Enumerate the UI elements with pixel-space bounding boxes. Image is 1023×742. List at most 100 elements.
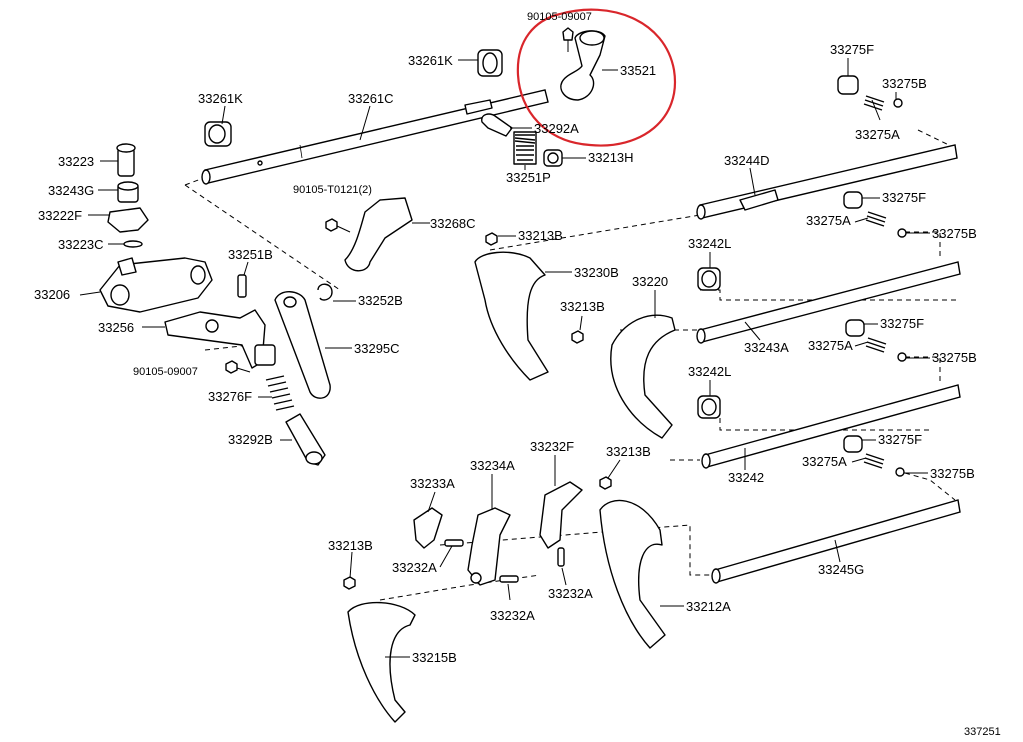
highlight-circle — [516, 8, 677, 147]
shaft-33244D — [696, 144, 958, 220]
label-33233A: 33233A — [410, 476, 455, 491]
label-33242L-a: 33242L — [688, 236, 731, 251]
figure-number: 337251 — [964, 726, 1001, 738]
label-33275A-a: 33275A — [855, 127, 900, 142]
detent-set-c — [845, 319, 907, 362]
label-33251B: 33251B — [228, 247, 273, 262]
label-33251P: 33251P — [506, 170, 551, 185]
label-33521: 33521 — [620, 63, 656, 78]
label-33232A-c: 33232A — [490, 608, 535, 623]
label-33275A-c: 33275A — [808, 338, 853, 353]
label-33232F: 33232F — [530, 439, 574, 454]
fork-33212A — [599, 499, 666, 649]
label-33243A: 33243A — [744, 340, 789, 355]
label-33213B-c: 33213B — [606, 444, 651, 459]
bolt-90105-T0121 — [325, 218, 351, 233]
pins-33232A — [444, 539, 565, 583]
label-33222F: 33222F — [38, 208, 82, 223]
bolt-33213B-a — [485, 232, 498, 246]
detent-set-b — [843, 191, 907, 238]
pin-33223 — [116, 143, 136, 177]
nut-33213H — [543, 149, 563, 167]
bushing-33242L-a — [697, 267, 721, 291]
label-33275F-b: 33275F — [882, 190, 926, 205]
bracket-33268C — [344, 197, 413, 272]
label-33275B-b: 33275B — [932, 226, 977, 241]
label-33275A-b: 33275A — [806, 213, 851, 228]
label-33256: 33256 — [98, 320, 134, 335]
label-90105-09007-top: 90105-09007 — [527, 11, 592, 23]
fork-33220 — [610, 314, 676, 439]
label-33268C: 33268C — [430, 216, 476, 231]
label-90105-T0121: 90105-T0121(2) — [293, 184, 372, 196]
label-33232A-a: 33232A — [392, 560, 437, 575]
label-33295C: 33295C — [354, 341, 400, 356]
label-33206: 33206 — [34, 287, 70, 302]
snap-ring-33252B — [317, 283, 333, 301]
label-33232A-b: 33232A — [548, 586, 593, 601]
shaft-33245G — [711, 499, 961, 584]
label-33242: 33242 — [728, 470, 764, 485]
label-33275B-a: 33275B — [882, 76, 927, 91]
label-33223C: 33223C — [58, 237, 104, 252]
pin-33251B — [237, 274, 247, 298]
spring-33276F — [265, 375, 295, 411]
bolt-90105-09007-left — [225, 360, 251, 374]
label-33213B-d: 33213B — [328, 538, 373, 553]
clip-33223C — [123, 240, 143, 248]
label-33213B-a: 33213B — [518, 228, 563, 243]
bushing-33261K-left — [204, 121, 232, 147]
bushing-33243G — [117, 181, 139, 203]
part-labels: 90105-09007 33521 33261K 33261K 33261C 3… — [34, 11, 1001, 738]
label-33275A-d: 33275A — [802, 454, 847, 469]
label-33252B: 33252B — [358, 293, 403, 308]
fork-33230B — [474, 251, 549, 381]
plate-33295C — [274, 291, 331, 399]
label-33243G: 33243G — [48, 183, 94, 198]
shaft-33243A — [696, 261, 961, 344]
label-33220: 33220 — [632, 274, 668, 289]
label-33275F-a: 33275F — [830, 42, 874, 57]
lever-33256 — [164, 309, 276, 369]
label-33215B: 33215B — [412, 650, 457, 665]
label-33275B-d: 33275B — [930, 466, 975, 481]
housing-33206 — [99, 257, 213, 313]
label-33245G: 33245G — [818, 562, 864, 577]
label-33244D: 33244D — [724, 153, 770, 168]
bolt-33213B-b — [571, 330, 584, 344]
label-33292A: 33292A — [534, 121, 579, 136]
label-33223: 33223 — [58, 154, 94, 169]
label-33212A: 33212A — [686, 599, 731, 614]
label-33261C: 33261C — [348, 91, 394, 106]
head-33232F — [539, 481, 583, 549]
shift-shaft-33261C — [201, 89, 549, 185]
label-33261K-left: 33261K — [198, 91, 243, 106]
label-33242L-b: 33242L — [688, 364, 731, 379]
shift-head-33521 — [560, 27, 606, 101]
label-90105-09007-left: 90105-09007 — [133, 366, 198, 378]
label-33230B: 33230B — [574, 265, 619, 280]
label-33292B: 33292B — [228, 432, 273, 447]
label-33213H: 33213H — [588, 150, 634, 165]
label-33275F-d: 33275F — [878, 432, 922, 447]
bolt-33213B-c — [599, 476, 612, 490]
spring-33251P — [513, 131, 537, 165]
label-33276F: 33276F — [208, 389, 252, 404]
plunger-33292B — [285, 413, 326, 466]
bushing-33261K-top — [477, 49, 503, 77]
lever-33234A — [467, 507, 511, 586]
shaft-33242 — [701, 384, 961, 469]
label-33234A: 33234A — [470, 458, 515, 473]
lever-33222F — [107, 207, 149, 233]
detent-set-d — [843, 435, 905, 477]
label-33261K-top: 33261K — [408, 53, 453, 68]
head-33233A — [413, 507, 443, 549]
label-33275B-c: 33275B — [932, 350, 977, 365]
detent-set-a — [837, 75, 903, 111]
plug-33292A — [481, 113, 513, 137]
bushing-33242L-b — [697, 395, 721, 419]
fork-33215B — [347, 601, 416, 723]
leader-lines — [79, 58, 930, 658]
label-33213B-b: 33213B — [560, 299, 605, 314]
